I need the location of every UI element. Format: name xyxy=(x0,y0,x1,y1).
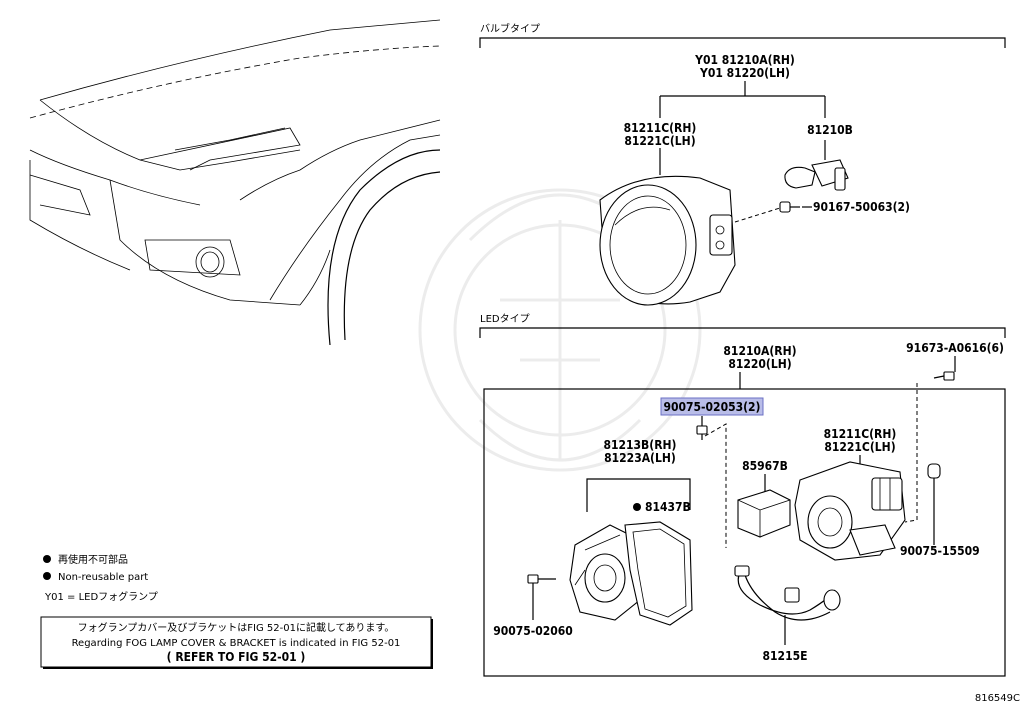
led-unit-lh-label[interactable]: 81221C(LH) xyxy=(824,440,895,454)
led-assembly-box xyxy=(483,388,1006,677)
bulb-label[interactable]: 81210B xyxy=(807,123,853,137)
led-cover-part[interactable] xyxy=(569,524,641,621)
watermark-emblem xyxy=(418,188,702,472)
bulb-fog-lamp-unit[interactable] xyxy=(599,175,736,306)
led-assembly-lh-label[interactable]: 81220(LH) xyxy=(728,357,791,371)
bulb-part[interactable] xyxy=(784,159,849,191)
led-cover-rh-label[interactable]: 81213B(RH) xyxy=(603,438,676,452)
led-assembly-rh-label[interactable]: 81210A(RH) xyxy=(723,344,796,358)
legend-y01-note: Y01 = LEDフォグランプ xyxy=(44,590,158,603)
led-nut-part[interactable] xyxy=(927,463,941,479)
led-bolt-top-part[interactable] xyxy=(933,371,955,381)
legend-non-reusable-jp: 再使用不可部品 xyxy=(58,553,128,566)
led-type-title: LEDタイプ xyxy=(480,313,530,325)
bulb-screw-label[interactable]: 90167-50063(2) xyxy=(813,200,910,214)
non-reusable-dot-icon xyxy=(633,503,641,511)
led-screw-bottom-part[interactable] xyxy=(527,574,556,584)
bulb-assembly-rh-label[interactable]: Y01 81210A(RH) xyxy=(694,53,795,67)
bulb-unit-lh-label[interactable]: 81221C(LH) xyxy=(624,134,695,148)
bulb-type-bracket xyxy=(479,37,1006,48)
legend-non-reusable-en: Non-reusable part xyxy=(58,572,148,583)
led-screw-bottom-label[interactable]: 90075-02060 xyxy=(493,624,573,638)
note-refer-link[interactable]: ( REFER TO FIG 52-01 ) xyxy=(167,650,306,664)
led-bolt-top-label[interactable]: 91673-A0616(6) xyxy=(906,341,1004,355)
note-line-jp: フォグランプカバー及びブラケットはFIG 52-01に記載してあります。 xyxy=(78,621,395,634)
led-type-bracket xyxy=(479,327,1006,338)
bulb-screw-part[interactable] xyxy=(779,201,800,213)
figure-number: 816549C xyxy=(975,693,1020,704)
led-fog-lamp-unit[interactable] xyxy=(794,461,906,561)
bulb-unit-rh-label[interactable]: 81211C(RH) xyxy=(624,121,697,135)
led-harness-label[interactable]: 81215E xyxy=(763,649,808,663)
bulb-type-title: バルブタイプ xyxy=(480,22,540,35)
led-screw-part[interactable] xyxy=(696,425,708,440)
led-nut-label[interactable]: 90075-15509 xyxy=(900,544,980,558)
led-unit-rh-label[interactable]: 81211C(RH) xyxy=(824,427,897,441)
led-cover-lh-label[interactable]: 81223A(LH) xyxy=(604,451,676,465)
non-reusable-dot-icon xyxy=(43,572,51,580)
led-module-part[interactable] xyxy=(737,489,791,538)
led-module-label[interactable]: 85967B xyxy=(742,459,788,473)
bulb-type-section: バルブタイプ Y01 81210A(RH) Y01 81220(LH) 8121… xyxy=(479,22,1006,306)
led-screw-highlight-label[interactable]: 90075-02053(2) xyxy=(664,400,761,414)
highlight-box xyxy=(660,397,764,416)
led-type-section: LEDタイプ 81210A(RH) 81220(LH) 91673-A0616(… xyxy=(479,313,1006,677)
car-front-illustration xyxy=(29,19,441,346)
led-gasket-part[interactable] xyxy=(624,521,693,626)
led-harness-part[interactable] xyxy=(734,565,841,621)
note-box: フォグランプカバー及びブラケットはFIG 52-01に記載してあります。 Reg… xyxy=(40,616,433,669)
legend: 再使用不可部品 Non-reusable part Y01 = LEDフォグラン… xyxy=(43,553,158,603)
bulb-assembly-lh-label[interactable]: Y01 81220(LH) xyxy=(699,66,790,80)
led-gasket-label[interactable]: 81437B xyxy=(645,500,691,514)
note-line-en: Regarding FOG LAMP COVER & BRACKET is in… xyxy=(72,638,401,649)
non-reusable-dot-icon xyxy=(43,555,51,563)
